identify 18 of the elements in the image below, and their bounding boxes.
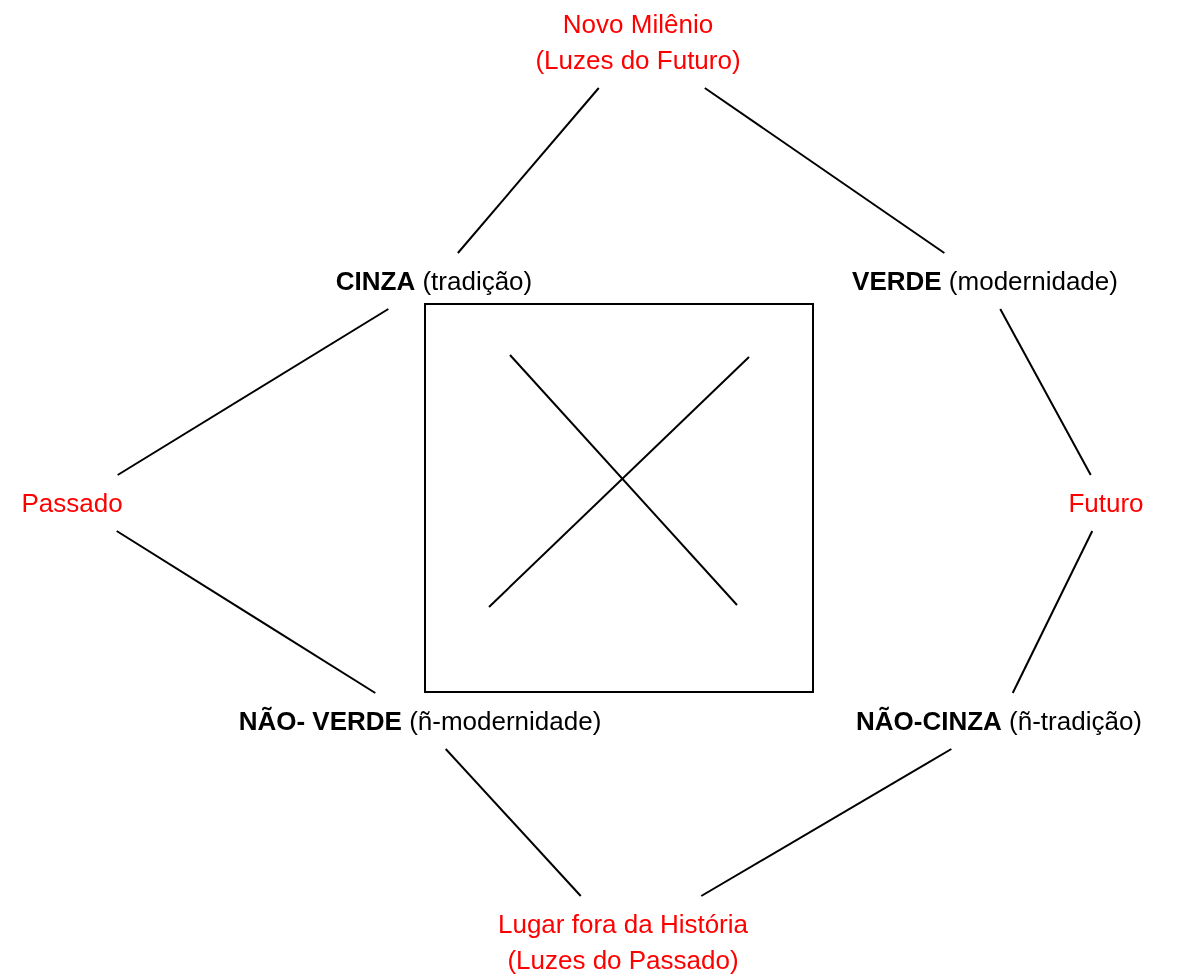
connector-line — [115, 530, 377, 694]
term-label: NÃO-CINZA (ñ-tradição) — [856, 703, 1142, 739]
connector-line — [456, 87, 600, 254]
term-label: VERDE (modernidade) — [852, 263, 1118, 299]
connector-line — [700, 748, 953, 897]
term-label: Lugar fora da História — [498, 908, 748, 941]
connector-line — [116, 308, 390, 476]
connector-line — [444, 748, 582, 897]
connector-line — [703, 87, 946, 254]
term-label: (Luzes do Futuro) — [535, 44, 741, 77]
term-label: Novo Milênio — [561, 8, 715, 41]
connector-line — [999, 308, 1092, 476]
term-label: NÃO- VERDE (ñ-modernidade) — [238, 703, 602, 739]
term-label: Passado — [21, 485, 123, 521]
term-label: CINZA (tradição) — [335, 263, 533, 299]
term-label: Futuro — [1068, 485, 1144, 521]
term-label: (Luzes do Passado) — [506, 944, 740, 977]
connector-line — [1011, 530, 1094, 694]
